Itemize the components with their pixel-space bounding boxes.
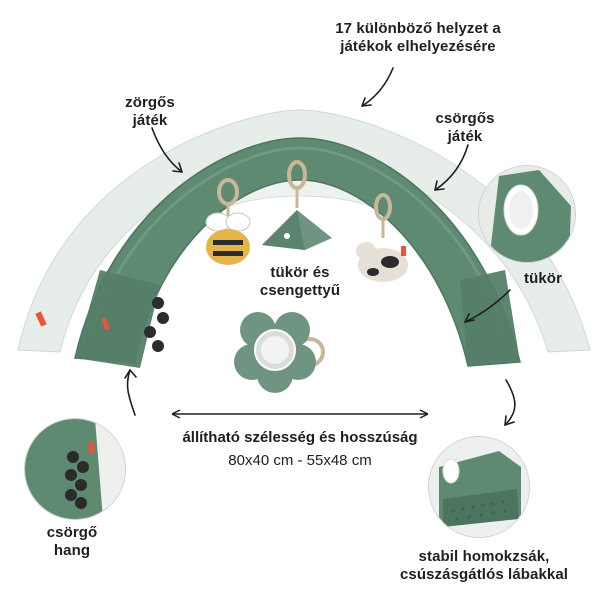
arch-beads — [144, 297, 169, 352]
label-sizes: 80x40 cm - 55x48 cm — [228, 452, 372, 469]
label-adjustable: állítható szélesség és hosszúság — [182, 429, 418, 446]
label-rattle-right: csörgős játék — [420, 110, 510, 146]
sandbag-detail-circle — [428, 436, 530, 538]
flower-mirror-toy — [234, 312, 325, 393]
label-sandbag: stabil homokzsák, csúszásgátlós lábakkal — [384, 548, 584, 584]
label-positions: 17 különböző helyzet a játékok elhelyezé… — [318, 20, 518, 56]
label-dimensions: állítható szélesség és hosszúság 80x40 c… — [140, 428, 460, 470]
brand-tag-left — [35, 311, 47, 327]
label-rattle-right-line1: csörgős — [435, 110, 495, 127]
label-mirror: tükör — [524, 270, 562, 287]
pointer-arrows — [124, 67, 516, 426]
bee-toy — [205, 212, 251, 265]
label-positions-line2: játékok elhelyezésére — [340, 38, 496, 55]
label-positions-line1: 17 különböző helyzet a — [335, 20, 501, 37]
label-rattle-sound: csörgő hang — [32, 524, 112, 560]
label-rattle-left-line1: zörgős — [125, 94, 175, 111]
label-sandbag-line2: csúszásgátlós lábakkal — [399, 566, 569, 583]
label-sandbag-line1: stabil homokzsák, — [418, 548, 550, 565]
label-mirror-bell: tükör és csengettyű — [240, 264, 360, 300]
label-mirror-bell-line1: tükör és — [270, 264, 330, 281]
label-rattle-sound-line2: hang — [53, 542, 91, 559]
label-rattle-left: zörgős játék — [110, 94, 190, 130]
label-mirror-bell-line2: csengettyű — [259, 282, 341, 299]
star-toy — [262, 210, 332, 250]
cow-toy — [356, 242, 408, 282]
label-rattle-left-line2: játék — [132, 112, 168, 129]
beads-detail-circle — [24, 418, 126, 520]
label-rattle-sound-line1: csörgő — [46, 524, 98, 541]
left-foot — [75, 270, 160, 368]
brand-tag-right — [101, 317, 110, 331]
width-arrow — [171, 409, 429, 419]
label-rattle-right-line2: játék — [447, 128, 483, 145]
mirror-detail-circle — [478, 165, 576, 263]
